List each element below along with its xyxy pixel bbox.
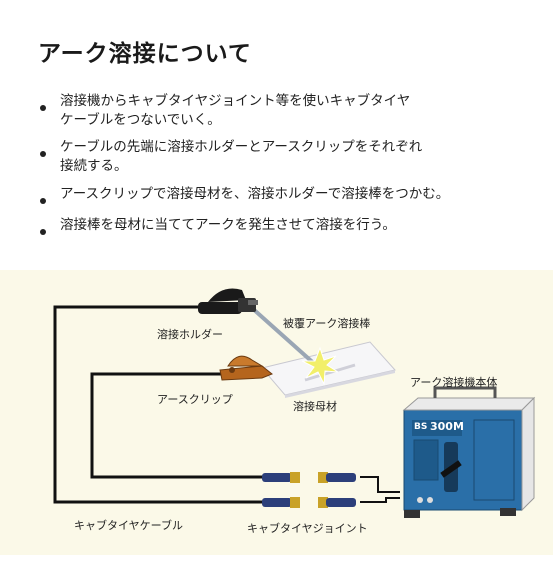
- bullet-item: 溶接棒を母材に当ててアークを発生させて溶接を行う。: [38, 216, 518, 235]
- clip-cable: [90, 372, 270, 479]
- bottom-spacer: [0, 555, 553, 571]
- machine-badge: BS: [414, 422, 428, 432]
- welding-illustration: [53, 288, 536, 518]
- bullet-text: アースクリップで溶接母材を、溶接ホルダーで溶接棒をつかむ。: [60, 186, 450, 202]
- welding-diagram: BS 300M 溶接ホルダー 被覆アーク溶接棒 アースクリップ 溶接母材 アーク…: [0, 270, 553, 555]
- label-rod: 被覆アーク溶接棒: [283, 317, 371, 330]
- arc-spark: [301, 346, 339, 386]
- bullet-list: 溶接機からキャブタイヤジョイント等を使いキャブタイヤ ケーブルをつないでいく。 …: [38, 92, 518, 235]
- bullet-text: 溶接機からキャブタイヤジョイント等を使いキャブタイヤ: [60, 93, 411, 109]
- label-joint: キャブタイヤジョイント: [247, 522, 368, 535]
- bullet-text: 接続する。: [60, 158, 128, 174]
- bullet-text: 溶接棒を母材に当ててアークを発生させて溶接を行う。: [60, 217, 396, 233]
- machine-cable-bottom: [360, 497, 400, 503]
- machine-model: 300M: [430, 420, 464, 433]
- holder-cable: [53, 305, 270, 504]
- label-clip: アースクリップ: [157, 393, 233, 406]
- welding-machine: [402, 386, 536, 518]
- label-holder: 溶接ホルダー: [157, 328, 223, 341]
- bullet-text: ケーブルをつないでいく。: [60, 112, 221, 128]
- joint-top: [262, 472, 356, 483]
- bullet-item: アースクリップで溶接母材を、溶接ホルダーで溶接棒をつかむ。: [38, 185, 518, 204]
- bullet-item: ケーブルの先端に溶接ホルダーとアースクリップをそれぞれ 接続する。: [38, 138, 518, 176]
- welding-holder: [198, 288, 258, 314]
- bullet-text: ケーブルの先端に溶接ホルダーとアースクリップをそれぞれ: [60, 139, 423, 155]
- label-machine: アーク溶接機本体: [410, 376, 498, 389]
- bullet-item: 溶接機からキャブタイヤジョイント等を使いキャブタイヤ ケーブルをつないでいく。: [38, 92, 518, 130]
- label-base: 溶接母材: [293, 400, 337, 413]
- earth-clip: [219, 355, 273, 381]
- page-title: アーク溶接について: [38, 41, 252, 67]
- machine-cable-top: [360, 476, 400, 493]
- label-cable: キャブタイヤケーブル: [74, 519, 184, 532]
- joint-bottom: [262, 497, 356, 508]
- welding-rod: [250, 306, 320, 369]
